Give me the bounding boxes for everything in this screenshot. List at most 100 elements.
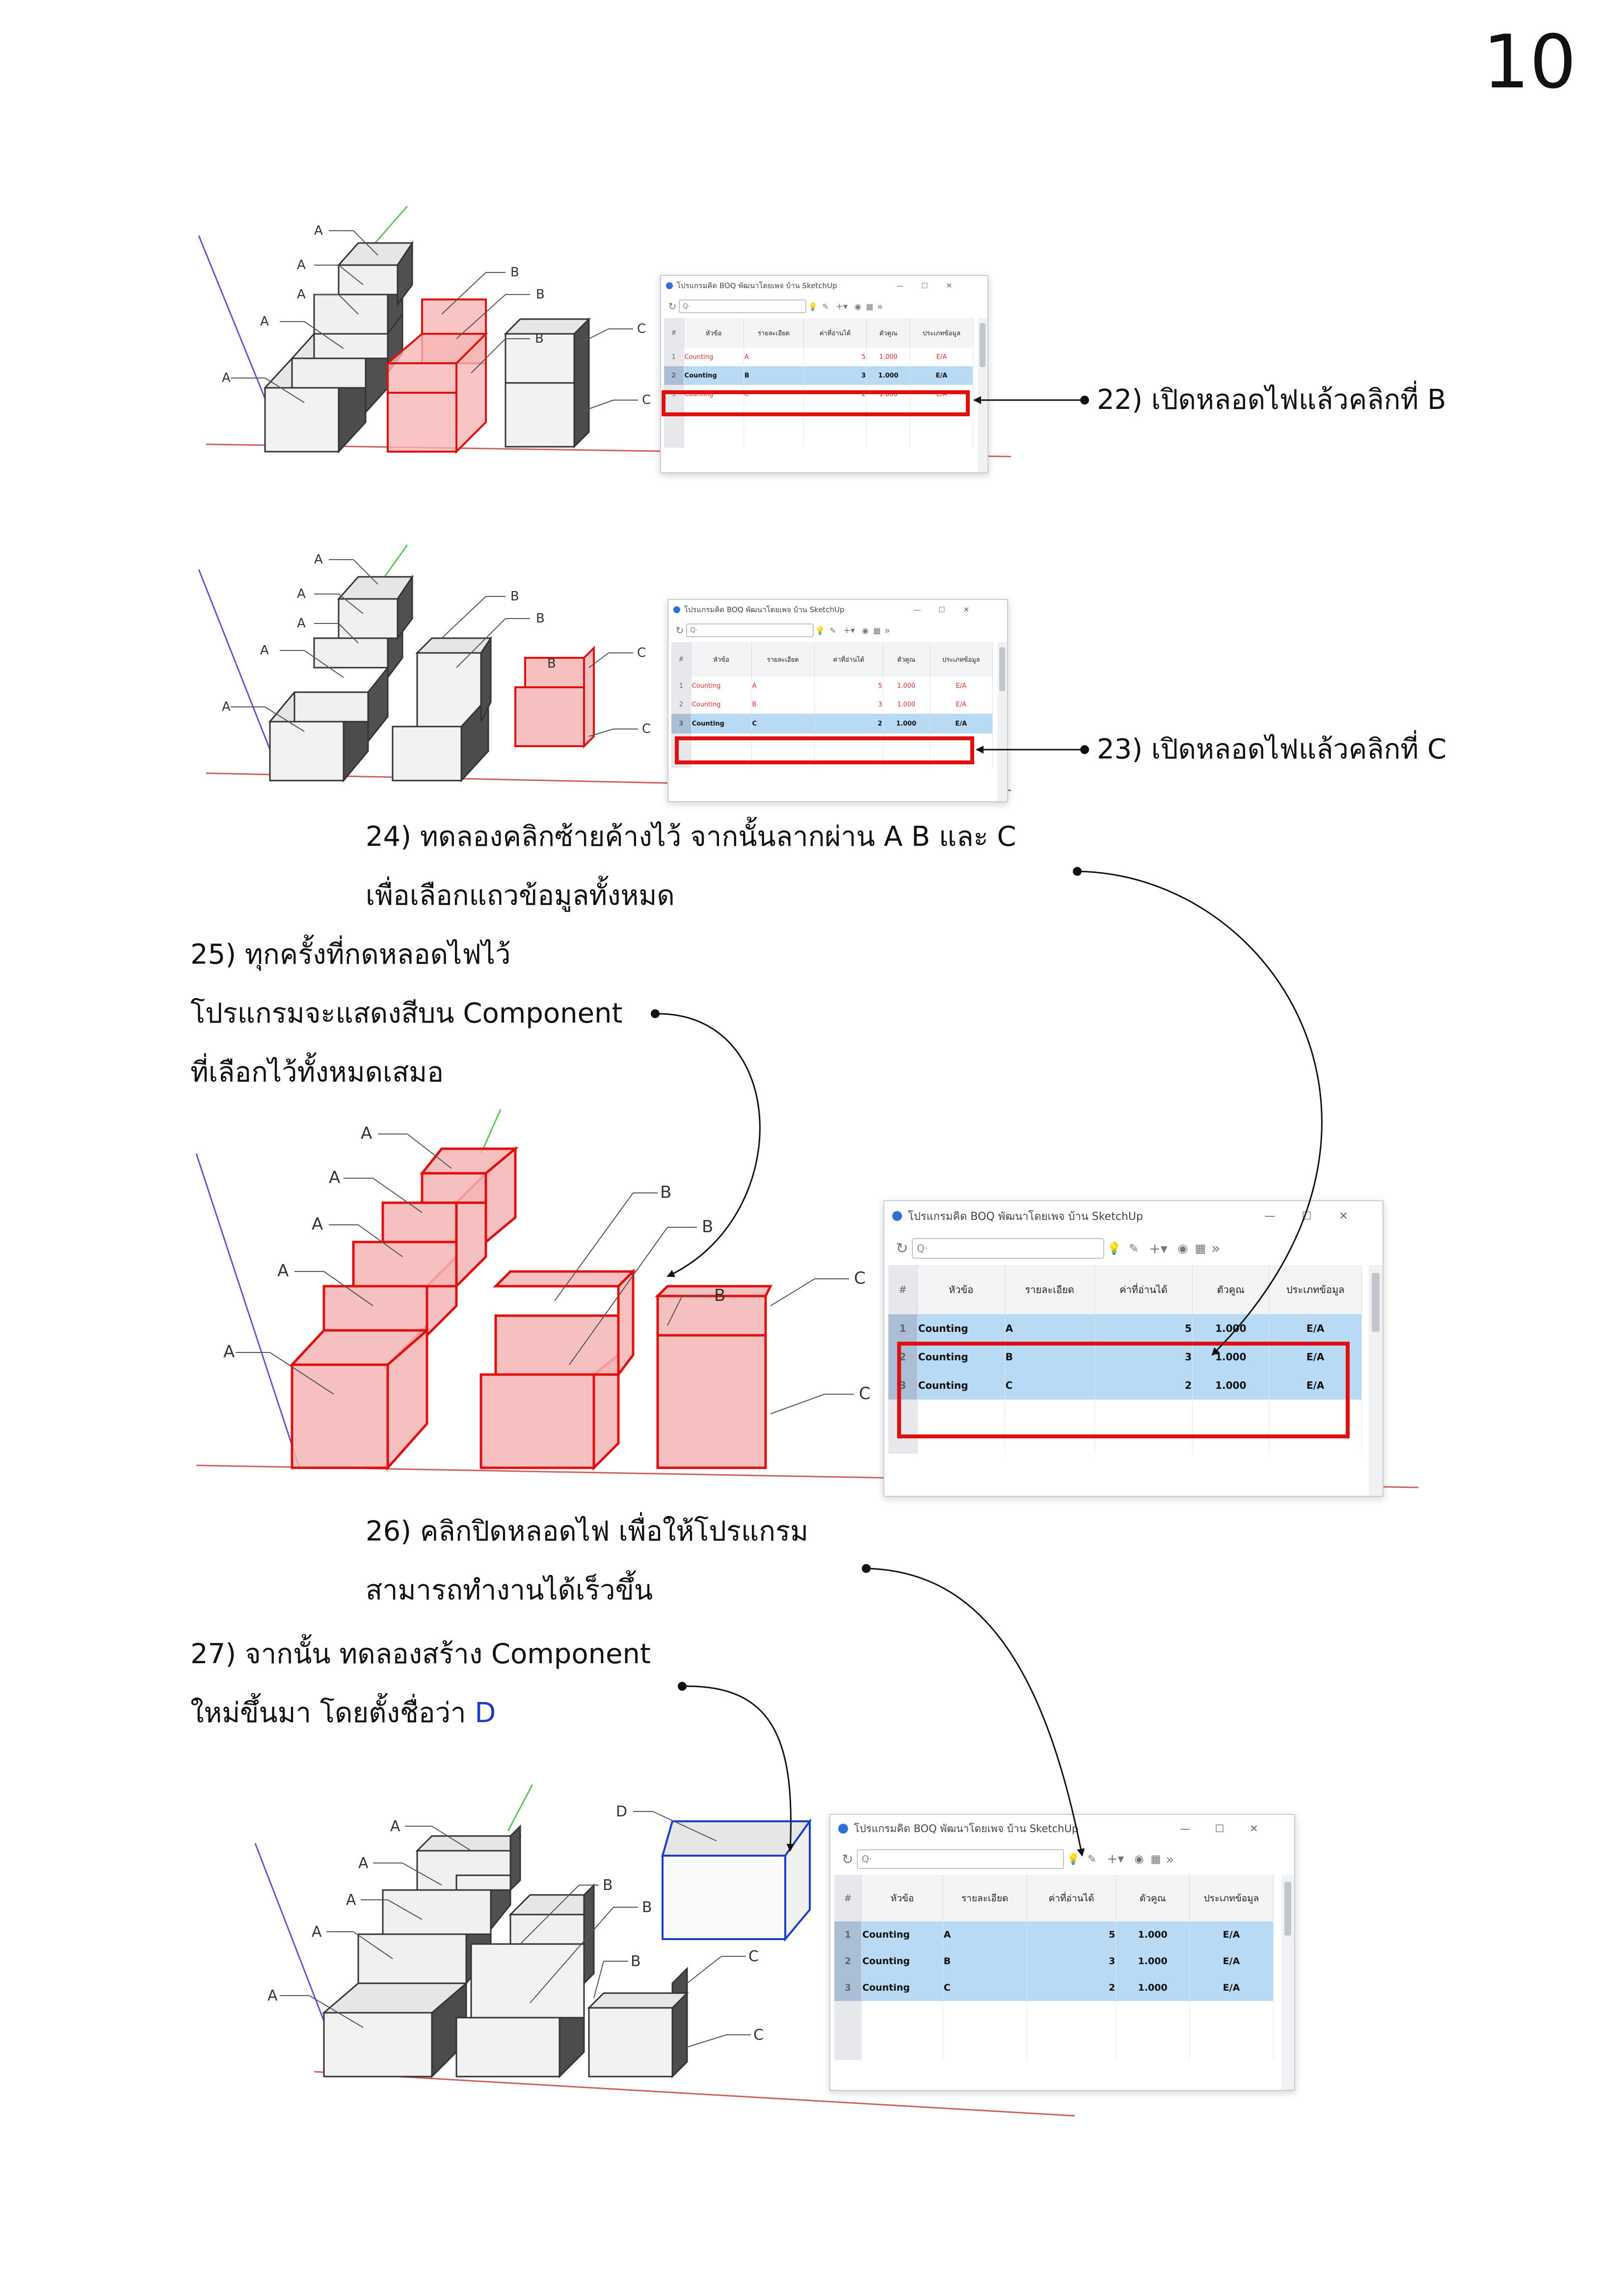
minimize-button[interactable]: — [896, 281, 904, 290]
label-a: A [277, 1261, 289, 1281]
boq-table: # หัวข้อ รายละเอียด ค่าที่อ่านได้ ตัวคูณ… [834, 1875, 1274, 2060]
cell-detail: A [1005, 1314, 1095, 1343]
more-icon[interactable]: » [1211, 1240, 1221, 1257]
label-a: A [329, 1168, 340, 1188]
table-row[interactable]: 1 Counting A 5 1.000 E/A [664, 348, 973, 366]
table-row[interactable]: 1 Counting A 5 1.000 E/A [834, 1921, 1274, 1948]
cell-value: 2 [1027, 1974, 1117, 2001]
table-row[interactable]: 3 Counting C 2 1.000 E/A [664, 385, 973, 404]
cell-detail: B [744, 366, 804, 385]
col-header[interactable]: # [664, 318, 684, 348]
search-input[interactable]: Q· [857, 1849, 1064, 1869]
boq-table: # หัวข้อ รายละเอียด ค่าที่อ่านได้ ตัวคูณ… [664, 318, 973, 448]
cell-detail: A [943, 1921, 1027, 1948]
pencil-icon[interactable]: ✎ [829, 625, 836, 635]
col-header[interactable]: ตัวคูณ [1192, 1265, 1270, 1314]
cell-factor: 1.000 [1116, 1921, 1190, 1948]
table-row[interactable]: 2 Counting B 3 1.000 E/A [834, 1948, 1274, 1974]
table-row[interactable]: 1 Counting A 5 1.000 E/A [671, 676, 993, 695]
add-icon[interactable]: +▾ [1149, 1240, 1168, 1257]
close-button[interactable]: ✕ [946, 281, 953, 290]
maximize-button[interactable]: ☐ [938, 605, 945, 614]
add-icon[interactable]: +▾ [835, 301, 848, 312]
col-header[interactable]: ตัวคูณ [1116, 1875, 1190, 1921]
search-input[interactable]: Q· [686, 623, 814, 637]
label-b: B [702, 1217, 713, 1237]
table-row[interactable]: 3 Counting C 2 1.000 E/A [834, 1974, 1274, 2001]
add-icon[interactable]: +▾ [1107, 1852, 1124, 1866]
maximize-button[interactable]: ☐ [921, 281, 928, 290]
eye-icon[interactable]: ◉ [1134, 1853, 1144, 1865]
eye-icon[interactable]: ◉ [862, 625, 869, 635]
col-header[interactable]: หัวข้อ [684, 318, 744, 348]
col-header[interactable]: รายละเอียด [943, 1875, 1027, 1921]
scrollbar[interactable] [1369, 1265, 1383, 1496]
col-header[interactable]: # [671, 642, 692, 676]
pencil-icon[interactable]: ✎ [1087, 1853, 1097, 1865]
cell-detail: A [744, 348, 804, 366]
col-header[interactable]: # [834, 1875, 862, 1921]
refresh-icon[interactable]: ↻ [675, 624, 684, 636]
col-header[interactable]: ค่าที่อ่านได้ [814, 642, 883, 676]
row-num: 3 [888, 1371, 918, 1400]
col-header[interactable]: ค่าที่อ่านได้ [803, 318, 867, 348]
add-icon[interactable]: +▾ [843, 625, 855, 636]
col-header[interactable]: หัวข้อ [691, 642, 752, 676]
col-header[interactable]: ประเภทข้อมูล [1269, 1265, 1362, 1314]
col-header[interactable]: รายละเอียด [751, 642, 815, 676]
minimize-button[interactable]: — [913, 605, 921, 614]
refresh-icon[interactable]: ↻ [842, 1851, 853, 1867]
cell-detail: C [1005, 1371, 1095, 1400]
cell-topic: Counting [691, 714, 752, 733]
col-header[interactable]: หัวข้อ [917, 1265, 1005, 1314]
more-icon[interactable]: » [884, 624, 891, 636]
grid-icon[interactable]: ▦ [866, 301, 874, 311]
close-button[interactable]: ✕ [1339, 1210, 1348, 1222]
cell-detail: C [943, 1974, 1027, 2001]
grid-icon[interactable]: ▦ [873, 625, 881, 635]
col-header[interactable]: ประเภทข้อมูล [1189, 1875, 1274, 1921]
table-row[interactable]: 2 Counting B 3 1.000 E/A [664, 366, 973, 385]
eye-icon[interactable]: ◉ [1177, 1242, 1188, 1255]
bulb-icon[interactable]: 💡 [815, 625, 825, 635]
scrollbar[interactable] [997, 642, 1007, 801]
search-input[interactable]: Q· [912, 1238, 1104, 1259]
close-button[interactable]: ✕ [963, 605, 970, 614]
col-header[interactable]: # [888, 1265, 918, 1314]
refresh-icon[interactable]: ↻ [896, 1240, 908, 1257]
table-row[interactable]: 1 Counting A 5 1.000 E/A [888, 1314, 1362, 1343]
cell-topic: Counting [861, 1921, 943, 1948]
col-header[interactable]: ประเภทข้อมูล [910, 318, 973, 348]
more-icon[interactable]: » [1166, 1851, 1174, 1867]
bulb-icon[interactable]: 💡 [808, 301, 818, 311]
row-num: 2 [888, 1343, 918, 1371]
table-row[interactable]: 2 Counting B 3 1.000 E/A [671, 695, 993, 714]
col-header[interactable]: หัวข้อ [861, 1875, 943, 1921]
col-header[interactable]: ตัวคูณ [883, 642, 930, 676]
col-header[interactable]: รายละเอียด [1005, 1265, 1095, 1314]
grid-icon[interactable]: ▦ [1150, 1853, 1161, 1865]
scrollbar[interactable] [1281, 1875, 1294, 2090]
boq-window-2: โปรแกรมคิด BOQ พัฒนาโดยเพจ บ้าน SketchUp… [667, 599, 1008, 802]
eye-icon[interactable]: ◉ [854, 301, 861, 311]
more-icon[interactable]: » [877, 300, 883, 312]
scrollbar[interactable] [978, 318, 987, 472]
table-row[interactable]: 3 Counting C 2 1.000 E/A [671, 714, 993, 733]
pencil-icon[interactable]: ✎ [1128, 1242, 1139, 1255]
pencil-icon[interactable]: ✎ [822, 301, 829, 311]
refresh-icon[interactable]: ↻ [668, 300, 677, 312]
col-header[interactable]: ค่าที่อ่านได้ [1094, 1265, 1193, 1314]
col-header[interactable]: ประเภทข้อมูล [930, 642, 993, 676]
col-header[interactable]: ค่าที่อ่านได้ [1027, 1875, 1117, 1921]
col-header[interactable]: ตัวคูณ [866, 318, 911, 348]
close-button[interactable]: ✕ [1250, 1823, 1258, 1835]
minimize-button[interactable]: — [1264, 1210, 1276, 1222]
col-header[interactable]: รายละเอียด [744, 318, 804, 348]
search-input[interactable]: Q· [679, 299, 806, 313]
minimize-button[interactable]: — [1180, 1823, 1191, 1835]
grid-icon[interactable]: ▦ [1195, 1242, 1206, 1255]
cell-topic: Counting [861, 1948, 943, 1974]
maximize-button[interactable]: ☐ [1215, 1823, 1224, 1835]
bulb-icon[interactable]: 💡 [1107, 1242, 1121, 1255]
